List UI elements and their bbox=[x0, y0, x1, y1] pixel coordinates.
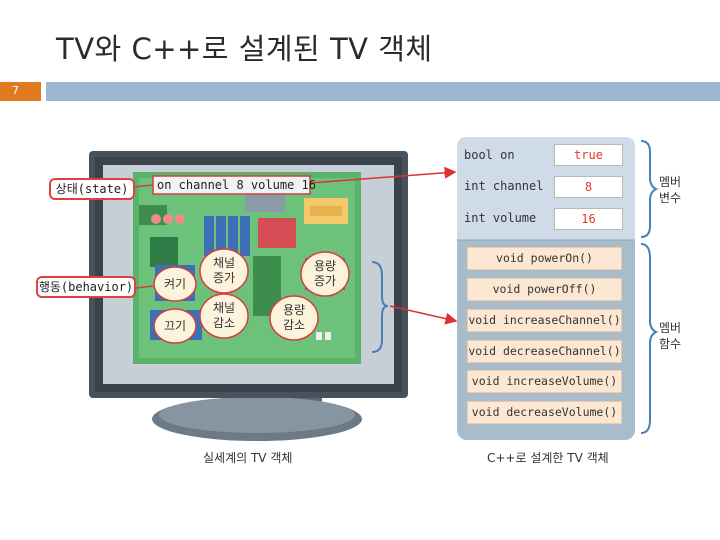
func-power-on: void powerOn() bbox=[467, 247, 622, 270]
func-decrease-volume: void decreaseVolume() bbox=[467, 401, 622, 424]
behavior-arrow bbox=[389, 305, 458, 325]
var-value-volume: 16 bbox=[554, 208, 623, 230]
bubble-channel-up: 채널 증가 bbox=[212, 256, 236, 285]
var-value-on: true bbox=[554, 144, 623, 166]
behavior-callout-line bbox=[135, 285, 154, 289]
tv-caption: 실세계의 TV 객체 bbox=[203, 451, 293, 465]
bubble-power-off: 끄기 bbox=[163, 319, 187, 333]
cpp-caption: C++로 설계한 TV 객체 bbox=[487, 451, 609, 465]
state-callout: 상태(state) bbox=[49, 178, 135, 200]
state-arrow bbox=[309, 166, 457, 184]
bubble-volume-down: 용량 감소 bbox=[282, 303, 306, 332]
member-variables-label: 멤버 변수 bbox=[659, 175, 682, 205]
screen-state-text: on channel 8 volume 16 bbox=[157, 178, 316, 192]
var-decl-on: bool on bbox=[464, 148, 515, 162]
bubble-volume-up: 용량 증가 bbox=[313, 259, 337, 288]
title-underline-bar bbox=[46, 82, 720, 101]
behavior-bracket bbox=[371, 261, 389, 353]
page-number: 7 bbox=[12, 84, 19, 97]
func-increase-channel: void increaseChannel() bbox=[467, 309, 622, 332]
slide-title: TV와 C++로 설계된 TV 객체 bbox=[56, 32, 433, 66]
behavior-callout: 행동(behavior) bbox=[36, 276, 136, 298]
member-functions-brace bbox=[640, 243, 659, 434]
var-decl-volume: int volume bbox=[464, 211, 537, 225]
var-value-channel: 8 bbox=[554, 176, 623, 198]
member-variables-brace bbox=[640, 140, 659, 238]
bubble-power-on: 켜기 bbox=[163, 277, 187, 291]
var-decl-channel: int channel bbox=[464, 179, 544, 193]
behavior-bubbles bbox=[153, 248, 350, 344]
func-decrease-channel: void decreaseChannel() bbox=[467, 340, 622, 363]
page-number-box bbox=[0, 82, 41, 101]
func-increase-volume: void increaseVolume() bbox=[467, 370, 622, 393]
tv-stand bbox=[152, 392, 362, 441]
state-callout-line bbox=[133, 184, 154, 188]
member-functions-label: 멤버 함수 bbox=[659, 321, 682, 351]
func-power-off: void powerOff() bbox=[467, 278, 622, 301]
bubble-channel-down: 채널 감소 bbox=[212, 301, 236, 330]
